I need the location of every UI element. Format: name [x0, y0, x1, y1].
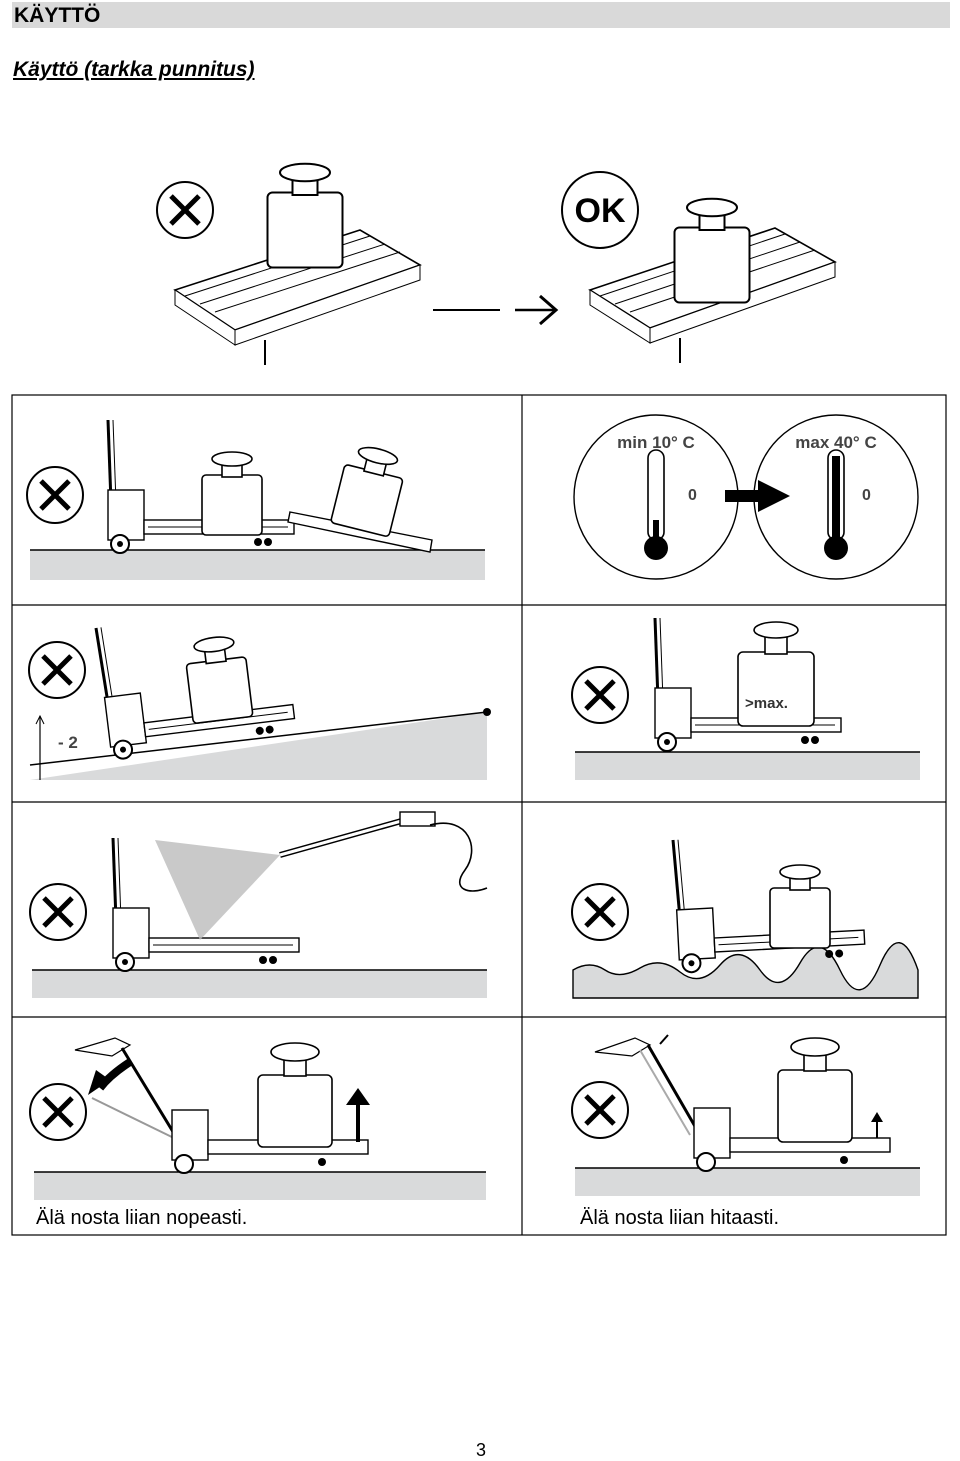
panel-lift-fast: [30, 1037, 486, 1200]
ok-label: OK: [575, 192, 626, 230]
overload-label: >max.: [745, 695, 788, 712]
panel-water-spray: [30, 811, 488, 998]
thermometer-high-icon: [823, 449, 849, 561]
caption-lift-fast: Älä nosta liian nopeasti.: [36, 1207, 248, 1229]
svg-text:0: 0: [862, 487, 871, 504]
panel-lift-slow: [572, 1034, 920, 1196]
svg-text:0: 0: [688, 487, 697, 504]
panel-temperature: min 10° C max 40° C 0 0: [573, 414, 919, 580]
section-header-bar: KÄYTTÖ: [12, 2, 950, 28]
max-temp-label: max 40° C: [795, 433, 876, 452]
section-title: KÄYTTÖ: [14, 4, 101, 27]
slope-label: - 2: [58, 733, 78, 752]
panel-grid: [11, 394, 947, 1236]
thermometer-low-icon: [643, 449, 669, 561]
panel-slope: - 2: [29, 603, 491, 780]
page-subtitle: Käyttö (tarkka punnitus): [13, 58, 255, 81]
top-arrow: [433, 294, 559, 326]
caption-lift-slow: Älä nosta liian hitaasti.: [580, 1207, 780, 1229]
panel-tilted-pallet: [27, 418, 485, 580]
panel-uneven-ground: [572, 828, 919, 999]
page-number: 3: [476, 1440, 487, 1460]
top-pallet-wrong: [157, 162, 422, 365]
top-pallet-ok: OK: [561, 171, 837, 363]
min-temp-label: min 10° C: [617, 433, 695, 452]
panel-overload: >max.: [572, 616, 920, 780]
